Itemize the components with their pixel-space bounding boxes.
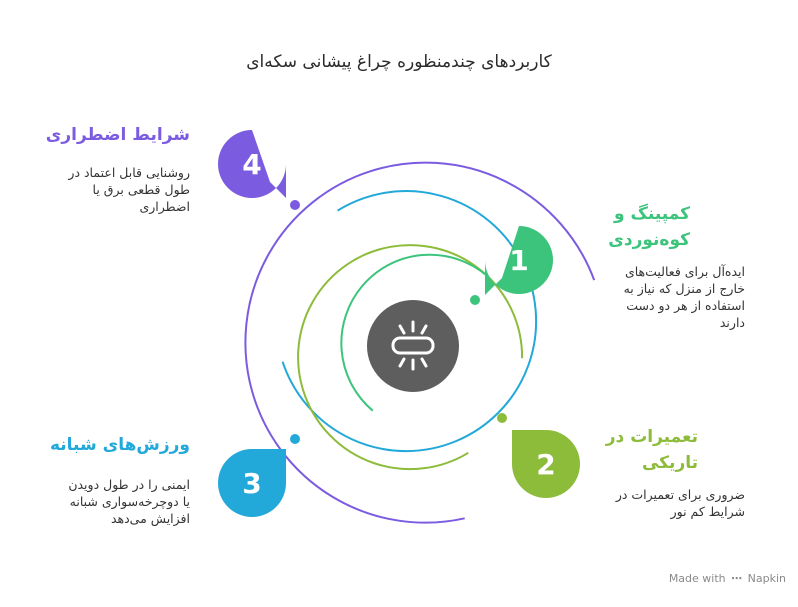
item-4-desc-line-2: طول قطعی برق یا xyxy=(92,182,190,197)
badge-2: 2 xyxy=(512,430,580,498)
item-4-heading-line-1: شرایط اضطراری xyxy=(45,125,190,145)
orbit-dot-3 xyxy=(290,434,300,444)
made-with-napkin[interactable]: Made with ⋯ Napkin xyxy=(669,572,786,585)
orbit-dot-2 xyxy=(497,413,507,423)
item-1-desc-line-1: ایده‌آل برای فعالیت‌های xyxy=(624,264,745,279)
orbit-dot-4 xyxy=(290,200,300,210)
item-2-heading-line-1: تعمیرات در xyxy=(605,427,698,447)
orbit-ring-1 xyxy=(340,253,488,412)
item-1-desc-line-2: خارج از منزل که نیاز به xyxy=(623,281,745,296)
item-2-heading-line-2: تاریکی xyxy=(641,453,698,473)
item-4-desc-line-3: اضطراری xyxy=(139,199,190,214)
item-4-desc-line-1: روشنایی قابل اعتماد در xyxy=(68,165,190,180)
badge-4: 4 xyxy=(218,130,286,198)
badge-number-3: 3 xyxy=(242,467,261,500)
badge-number-1: 1 xyxy=(509,244,528,277)
badge-3: 3 xyxy=(218,449,286,517)
made-with-label: Made with xyxy=(668,572,726,585)
item-3-description: ایمنی را در طول دویدن یا دوچرخه‌سواری شب… xyxy=(20,476,190,527)
item-4-description: روشنایی قابل اعتماد در طول قطعی برق یا ا… xyxy=(20,164,190,215)
item-4-heading: شرایط اضطراری xyxy=(20,122,190,148)
item-2-desc-line-2: شرایط کم نور xyxy=(670,504,745,519)
napkin-brand: Napkin xyxy=(747,572,786,585)
badge-number-2: 2 xyxy=(536,448,555,481)
badge-number-4: 4 xyxy=(242,148,261,181)
item-1-desc-line-4: دارند xyxy=(719,315,745,330)
orbit-dot-1 xyxy=(470,295,480,305)
orbit-ring-3 xyxy=(281,190,538,453)
item-2-description: ضروری برای تعمیرات در شرایط کم نور xyxy=(555,486,745,520)
item-3-desc-line-1: ایمنی را در طول دویدن xyxy=(68,477,190,492)
badge-1: 1 xyxy=(485,226,553,295)
item-3-desc-line-2: یا دوچرخه‌سواری شبانه xyxy=(69,494,190,509)
item-3-heading: ورزش‌های شبانه xyxy=(20,432,190,458)
headlamp-icon xyxy=(367,300,459,392)
page-title: کاربردهای چندمنظوره چراغ پیشانی سکه‌ای xyxy=(246,52,552,72)
item-1-desc-line-3: استفاده از هر دو دست xyxy=(626,298,745,313)
item-1-heading: کمپینگ و کوه‌نوردی xyxy=(490,201,690,253)
item-3-heading-line-1: ورزش‌های شبانه xyxy=(49,435,190,455)
napkin-logo-icon: ⋯ xyxy=(731,572,743,585)
item-2-desc-line-1: ضروری برای تعمیرات در xyxy=(615,487,745,502)
item-3-desc-line-3: افزایش می‌دهد xyxy=(110,511,190,526)
item-1-description: ایده‌آل برای فعالیت‌های خارج از منزل که … xyxy=(555,263,745,331)
item-2-heading: تعمیرات در تاریکی xyxy=(498,424,698,476)
item-1-heading-line-2: کوه‌نوردی xyxy=(608,230,690,250)
item-1-heading-line-1: کمپینگ و xyxy=(614,204,690,224)
orbit-ring-4 xyxy=(244,161,596,524)
